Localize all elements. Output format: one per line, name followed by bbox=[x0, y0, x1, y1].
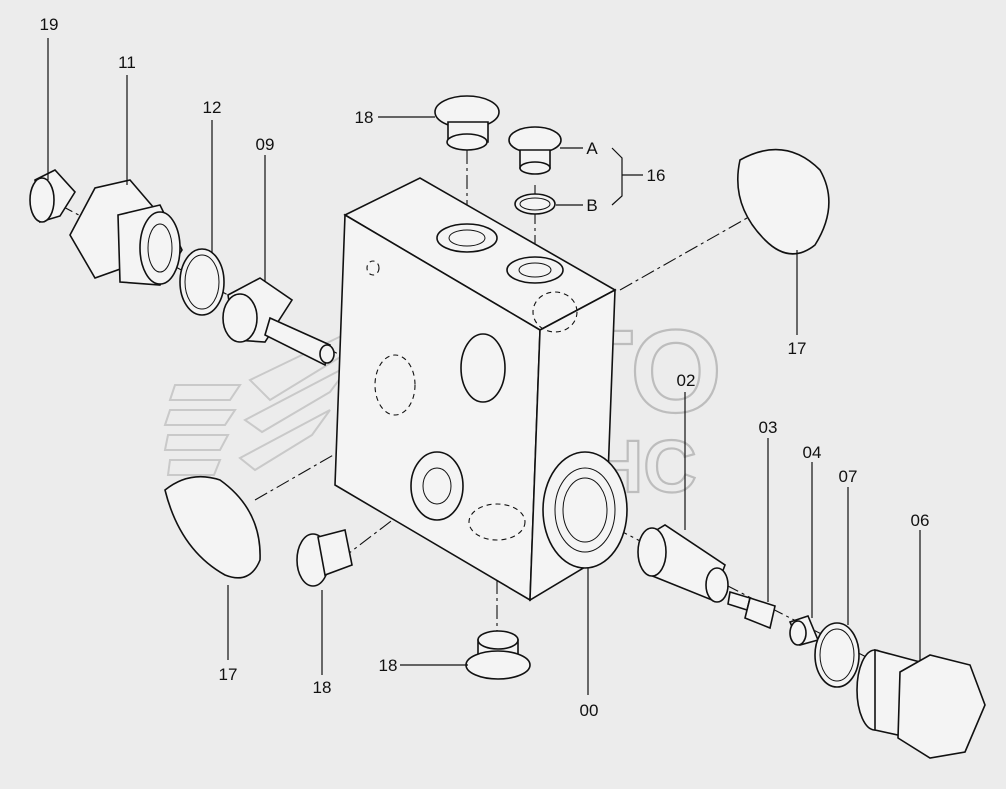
hex-plug-part-11 bbox=[69, 179, 183, 286]
o-ring-part-07 bbox=[814, 622, 860, 688]
label-18-top: 18 bbox=[355, 108, 374, 127]
label-00: 00 bbox=[580, 701, 599, 720]
label-12: 12 bbox=[203, 98, 222, 117]
spool-part-09 bbox=[222, 277, 335, 367]
label-02: 02 bbox=[677, 371, 696, 390]
label-18-bottom: 18 bbox=[379, 656, 398, 675]
label-18-left: 18 bbox=[313, 678, 332, 697]
plug-part-16-a bbox=[508, 126, 562, 175]
threaded-sleeve-part-02 bbox=[637, 524, 729, 603]
label-11: 11 bbox=[118, 53, 136, 72]
plug-part-18-bottom bbox=[465, 630, 531, 680]
label-b: B bbox=[586, 196, 597, 215]
cover-part-17-left bbox=[164, 475, 261, 579]
o-ring-part-12 bbox=[179, 248, 225, 316]
valve-pin-part-03 bbox=[727, 590, 776, 630]
leader-lines bbox=[47, 38, 921, 695]
cap-part-19 bbox=[29, 169, 76, 224]
label-a: A bbox=[586, 139, 598, 158]
hex-plug-part-06 bbox=[856, 648, 986, 759]
label-19: 19 bbox=[40, 15, 59, 34]
label-03: 03 bbox=[759, 418, 778, 437]
plug-part-18-top bbox=[434, 95, 500, 151]
o-ring-part-16-b bbox=[514, 193, 556, 215]
label-06: 06 bbox=[911, 511, 930, 530]
label-16: 16 bbox=[647, 166, 666, 185]
label-17-right: 17 bbox=[788, 339, 807, 358]
plug-part-18-left bbox=[296, 529, 353, 587]
valve-block-part-00 bbox=[334, 177, 628, 602]
label-17-left: 17 bbox=[219, 665, 238, 684]
cover-part-17-right bbox=[737, 148, 830, 255]
label-04: 04 bbox=[803, 443, 822, 462]
label-07: 07 bbox=[839, 467, 858, 486]
label-09: 09 bbox=[256, 135, 275, 154]
spring-part-04 bbox=[788, 615, 820, 646]
